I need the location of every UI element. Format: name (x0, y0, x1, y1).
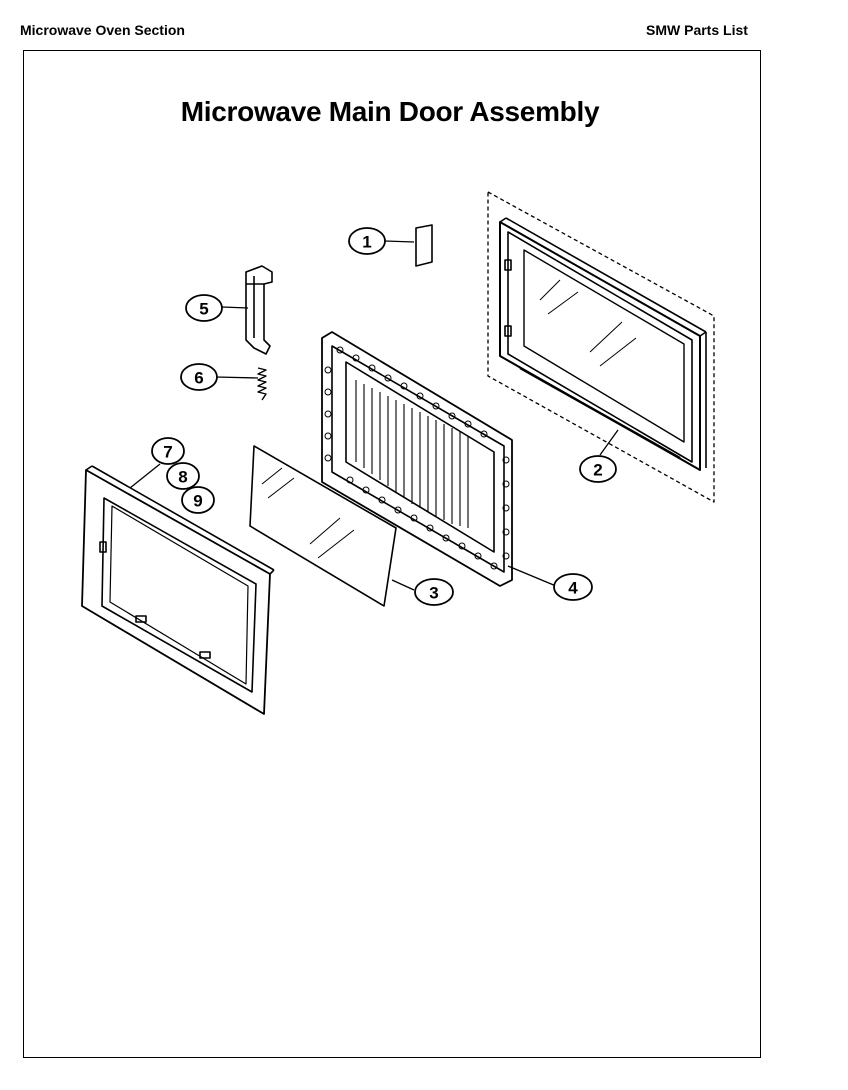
callout-4-label: 4 (568, 579, 578, 598)
callout-6-label: 6 (194, 369, 203, 388)
diagram-frame (23, 50, 761, 1058)
page-title: Microwave Main Door Assembly (180, 96, 600, 127)
callout-8-label: 8 (178, 468, 187, 487)
part-4-inner-choke-panel (321, 331, 513, 587)
section-header: Microwave Oven Section (20, 22, 185, 38)
callout-7-label: 7 (163, 443, 172, 462)
callout-7 (151, 437, 185, 465)
part-6-spring (257, 367, 267, 401)
callout-1-label: 1 (362, 233, 371, 252)
leader-lines (129, 240, 619, 591)
part-7-door-frame (81, 465, 275, 715)
part-5-latch-hook (245, 265, 273, 355)
callout-9 (181, 486, 215, 514)
callout-6 (180, 363, 218, 391)
callout-1 (348, 227, 386, 255)
callout-5 (185, 294, 223, 322)
parts-list-header: SMW Parts List (646, 22, 748, 38)
callout-4 (553, 573, 593, 601)
callout-3 (414, 578, 454, 606)
part-1-label-sticker (415, 224, 433, 267)
part-3-glass-pane (249, 445, 397, 607)
part-2-outer-door (487, 191, 715, 503)
callout-9-label: 9 (193, 492, 202, 511)
callout-8 (166, 462, 200, 490)
callout-2-label: 2 (593, 461, 602, 480)
callout-2 (579, 455, 617, 483)
callout-5-label: 5 (199, 300, 208, 319)
callout-3-label: 3 (429, 584, 438, 603)
